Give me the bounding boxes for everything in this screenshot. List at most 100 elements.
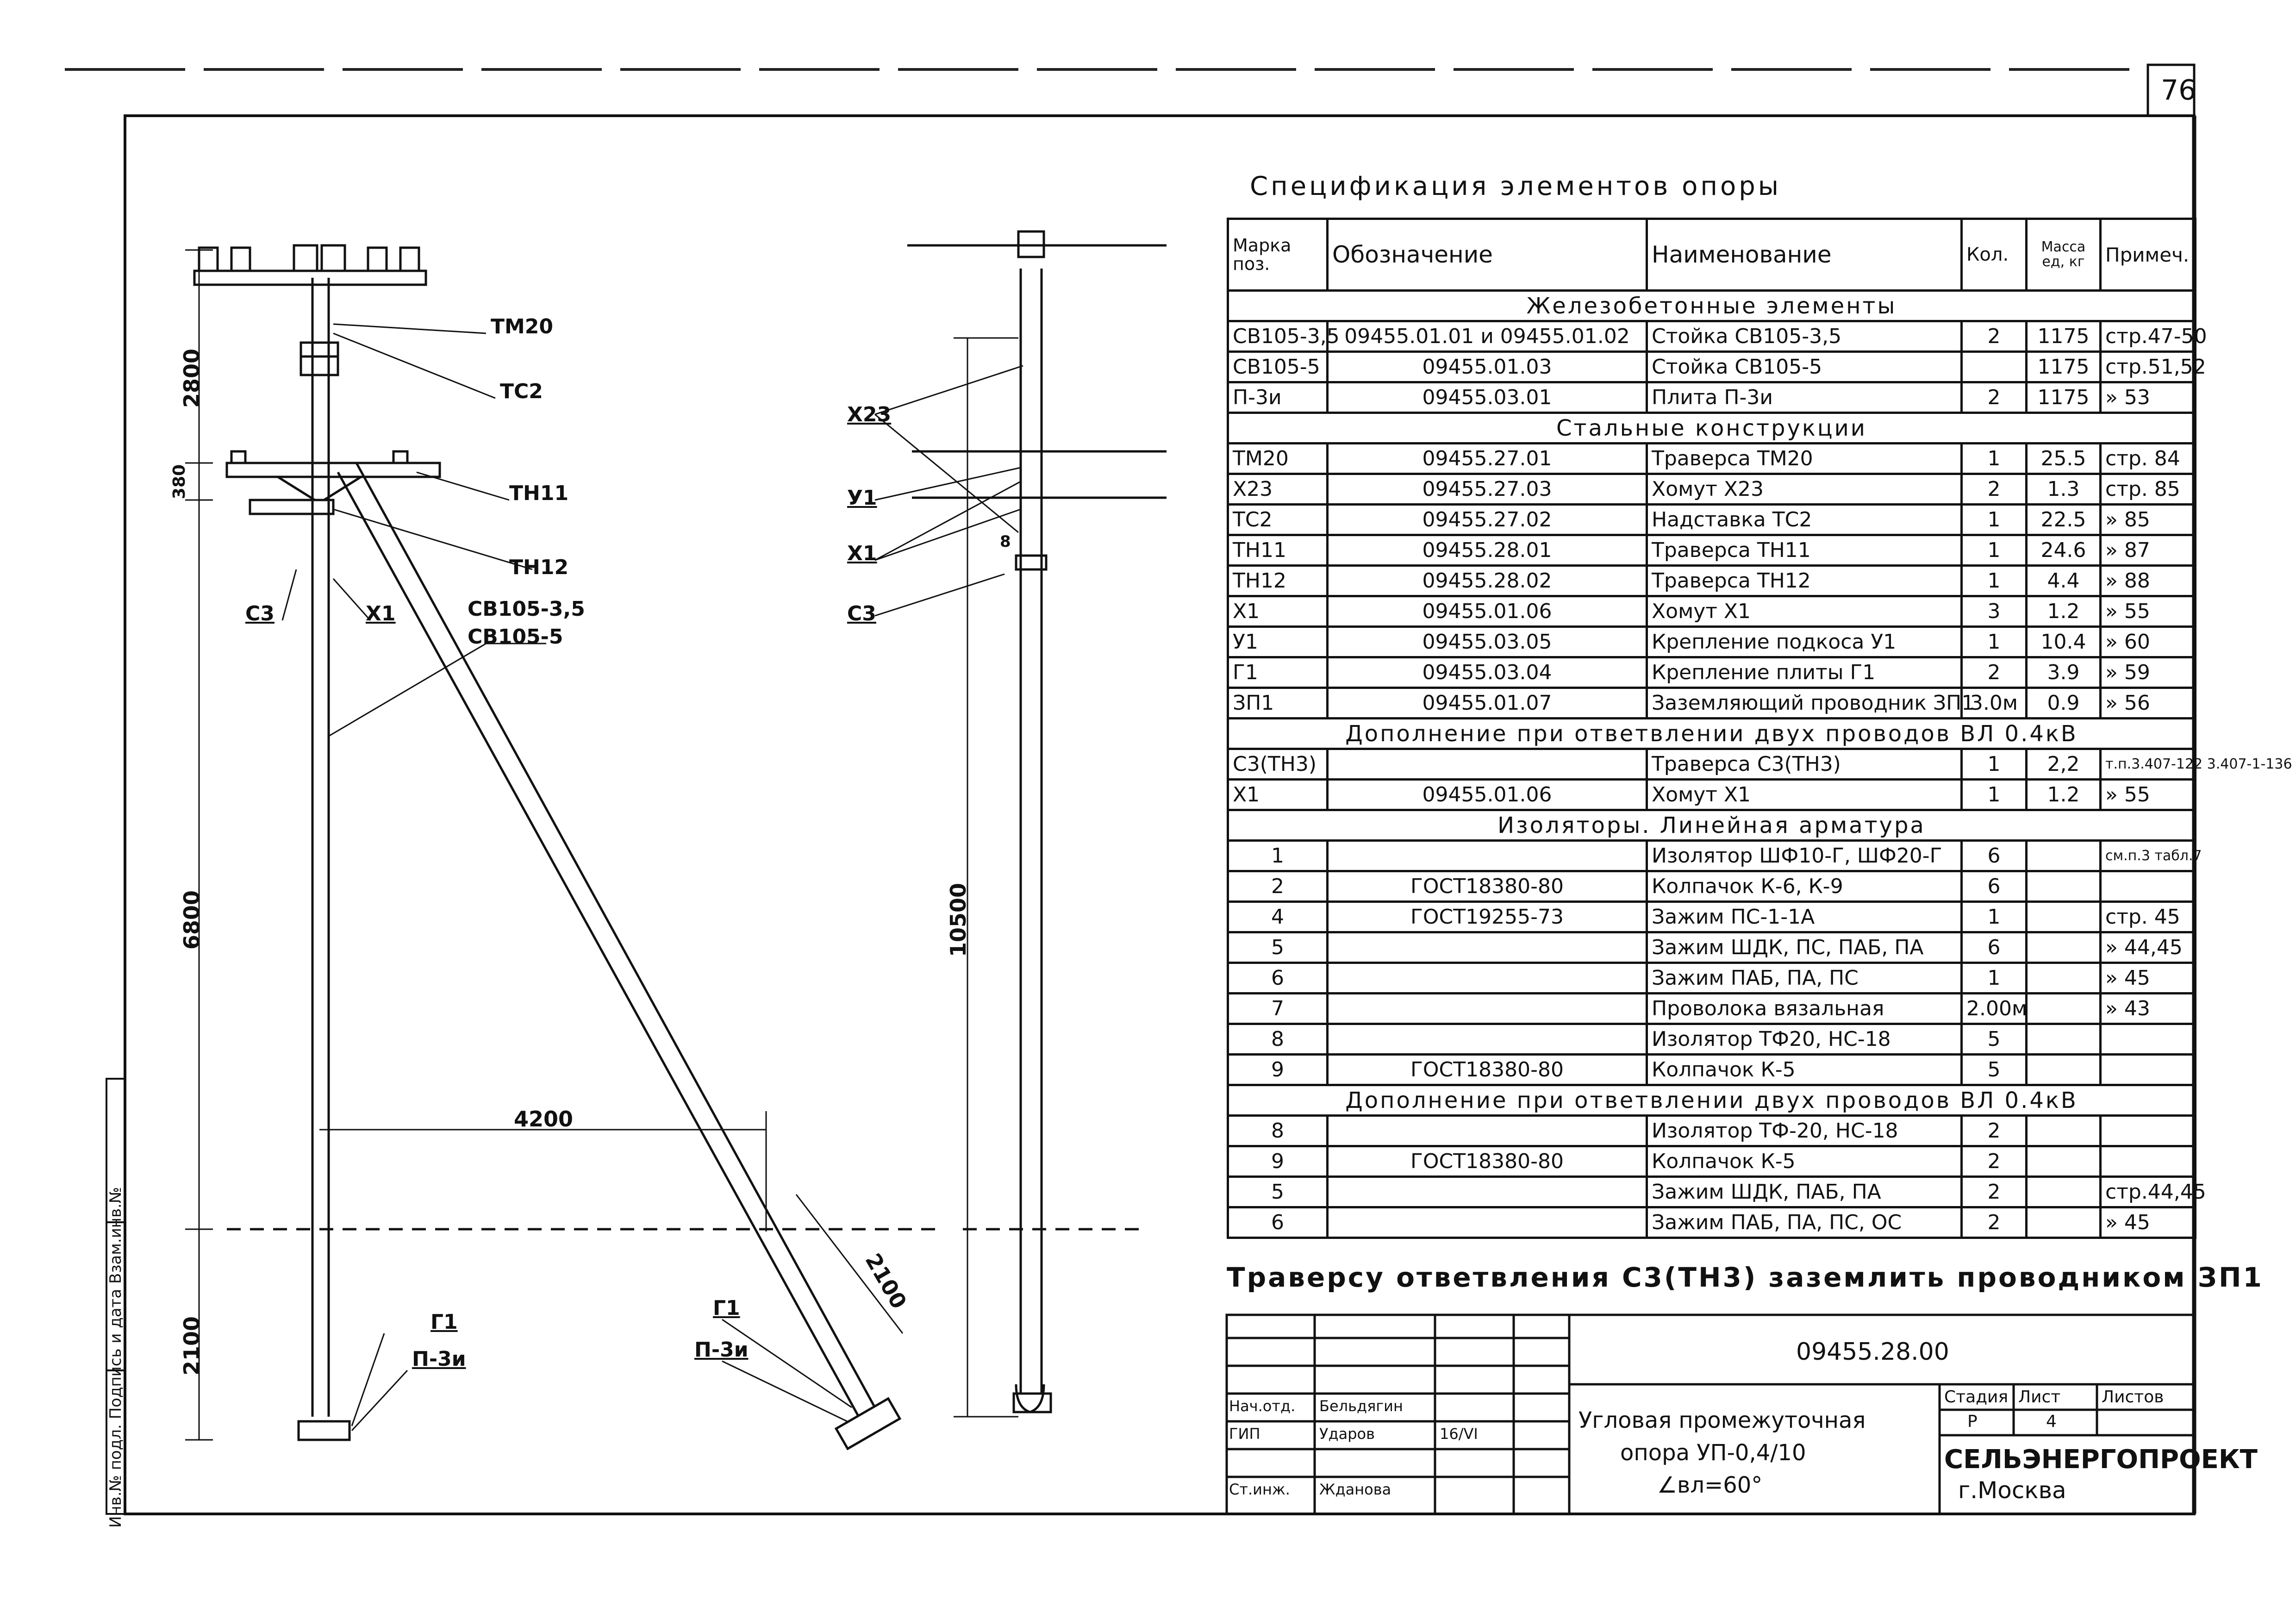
spec-cell bbox=[2025, 992, 2102, 1025]
side-stamp: Инв.№ подл. Подпись и дата Взам.инв.№ bbox=[106, 1187, 125, 1528]
grounding-note: Траверсу ответвления С3(ТН3) заземлить п… bbox=[1227, 1262, 2264, 1293]
spec-section-row: Дополнение при ответвлении двух проводов… bbox=[1227, 717, 2196, 750]
dim-380: 380 bbox=[170, 464, 189, 500]
spec-cell: » 44,45 bbox=[2099, 931, 2196, 964]
spec-cell bbox=[1326, 1023, 1648, 1056]
spec-cell: 09455.01.06 bbox=[1326, 778, 1648, 811]
person-2: Ударов bbox=[1319, 1425, 1375, 1443]
spec-section-title: Дополнение при ответвлении двух проводов… bbox=[1227, 1084, 2196, 1117]
spec-cell: 09455.03.01 bbox=[1326, 381, 1648, 414]
spec-cell: 2 bbox=[1960, 1206, 2028, 1239]
spec-cell: 2 bbox=[1960, 656, 2028, 689]
spec-cell: » 45 bbox=[2099, 1206, 2196, 1239]
spec-cell: Колпачок К-5 bbox=[1646, 1145, 1963, 1178]
spec-cell: стр. 85 bbox=[2099, 473, 2196, 506]
label-tn11: ТН11 bbox=[509, 481, 569, 505]
spec-cell bbox=[1326, 962, 1648, 994]
spec-section-title: Железобетонные элементы bbox=[1227, 289, 2196, 322]
spec-cell: ГОСТ18380-80 bbox=[1326, 1145, 1648, 1178]
sheets-label: Листов bbox=[2102, 1388, 2164, 1407]
spec-cell: Зажим ПС-1-1А bbox=[1646, 900, 1963, 933]
sign-date: 16/VI bbox=[1440, 1425, 1478, 1443]
spec-cell: 1.2 bbox=[2025, 595, 2102, 628]
spec-cell bbox=[1960, 350, 2028, 383]
spec-cell: Траверса ТН11 bbox=[1646, 534, 1963, 567]
person-3: Жданова bbox=[1319, 1481, 1391, 1498]
front-view bbox=[185, 244, 935, 1450]
spec-cell: Изолятор ТФ-20, НС-18 bbox=[1646, 1114, 1963, 1147]
label-tn12: ТН12 bbox=[509, 556, 569, 579]
spec-cell: Колпачок К-6, К-9 bbox=[1646, 870, 1963, 903]
spec-cell: 5 bbox=[1960, 1023, 2028, 1056]
spec-cell: 1 bbox=[1960, 534, 2028, 567]
spec-cell: Изолятор ШФ10-Г, ШФ20-Г bbox=[1646, 839, 1963, 872]
spec-cell: Зажим ПАБ, ПА, ПС bbox=[1646, 962, 1963, 994]
spec-cell: 1175 bbox=[2025, 381, 2102, 414]
spec-cell bbox=[2025, 1023, 2102, 1056]
spec-cell: Хомут Х1 bbox=[1646, 595, 1963, 628]
spec-cell: » 60 bbox=[2099, 625, 2196, 658]
spec-cell: 09455.27.03 bbox=[1326, 473, 1648, 506]
spec-cell: см.п.3 табл.7 bbox=[2099, 839, 2202, 872]
spec-cell bbox=[1326, 992, 1648, 1025]
spec-cell bbox=[2025, 1053, 2102, 1086]
spec-cell bbox=[2025, 1206, 2102, 1239]
spec-cell: 24.6 bbox=[2025, 534, 2102, 567]
spec-section-title: Изоляторы. Линейная арматура bbox=[1227, 809, 2196, 842]
spec-cell: 09455.28.02 bbox=[1326, 564, 1648, 597]
spec-cell: 25.5 bbox=[2025, 442, 2102, 475]
label-sv105-35: СВ105-3,5 bbox=[468, 597, 585, 621]
label-8: 8 bbox=[1000, 532, 1011, 551]
spec-cell: 1175 bbox=[2025, 320, 2102, 353]
spec-cell: 09455.01.07 bbox=[1326, 687, 1648, 719]
spec-cell: ТН11 bbox=[1227, 534, 1329, 567]
spec-cell: 4 bbox=[1227, 900, 1329, 933]
col-header-mass: Масса ед, кг bbox=[2025, 218, 2102, 292]
spec-cell: 09455.01.03 bbox=[1326, 350, 1648, 383]
label-p3i: П-3и bbox=[412, 1347, 466, 1371]
spec-cell: П-3и bbox=[1227, 381, 1329, 414]
spec-cell bbox=[2025, 931, 2102, 964]
spec-cell: ГОСТ18380-80 bbox=[1326, 870, 1648, 903]
spec-cell: 3.9 bbox=[2025, 656, 2102, 689]
spec-cell: » 85 bbox=[2099, 503, 2196, 536]
spec-cell: 1 bbox=[1227, 839, 1329, 872]
doc-name-2: опора УП-0,4/10 bbox=[1620, 1440, 1806, 1466]
spec-cell: 8 bbox=[1227, 1114, 1329, 1147]
dim-2100: 2100 bbox=[179, 1316, 205, 1376]
label-x1: Х1 bbox=[366, 602, 396, 625]
person-1: Бельдягин bbox=[1319, 1397, 1403, 1415]
spec-cell: 9 bbox=[1227, 1145, 1329, 1178]
spec-cell: 7 bbox=[1227, 992, 1329, 1025]
dim-6800: 6800 bbox=[179, 890, 205, 950]
spec-cell bbox=[2025, 900, 2102, 933]
spec-section-title: Дополнение при ответвлении двух проводов… bbox=[1227, 717, 2196, 750]
spec-cell: » 88 bbox=[2099, 564, 2196, 597]
spec-cell: Зажим ПАБ, ПА, ПС, ОС bbox=[1646, 1206, 1963, 1239]
spec-cell: 10.4 bbox=[2025, 625, 2102, 658]
spec-title: Спецификация элементов опоры bbox=[1250, 171, 1781, 201]
spec-cell bbox=[2025, 962, 2102, 994]
spec-cell bbox=[2025, 1145, 2102, 1178]
spec-cell: 6 bbox=[1227, 962, 1329, 994]
spec-cell: 09455.01.06 bbox=[1326, 595, 1648, 628]
spec-cell: 2 bbox=[1960, 320, 2028, 353]
title-block-grid bbox=[1225, 1313, 2196, 1515]
col-header-note: Примеч. bbox=[2099, 218, 2196, 292]
spec-cell: 6 bbox=[1960, 839, 2028, 872]
spec-cell: » 53 bbox=[2099, 381, 2196, 414]
spec-cell: Надставка ТС2 bbox=[1646, 503, 1963, 536]
spec-cell: 2 bbox=[1960, 1114, 2028, 1147]
spec-cell: » 45 bbox=[2099, 962, 2196, 994]
spec-cell: СВ105-3,5 bbox=[1227, 320, 1340, 353]
spec-cell bbox=[1326, 839, 1648, 872]
